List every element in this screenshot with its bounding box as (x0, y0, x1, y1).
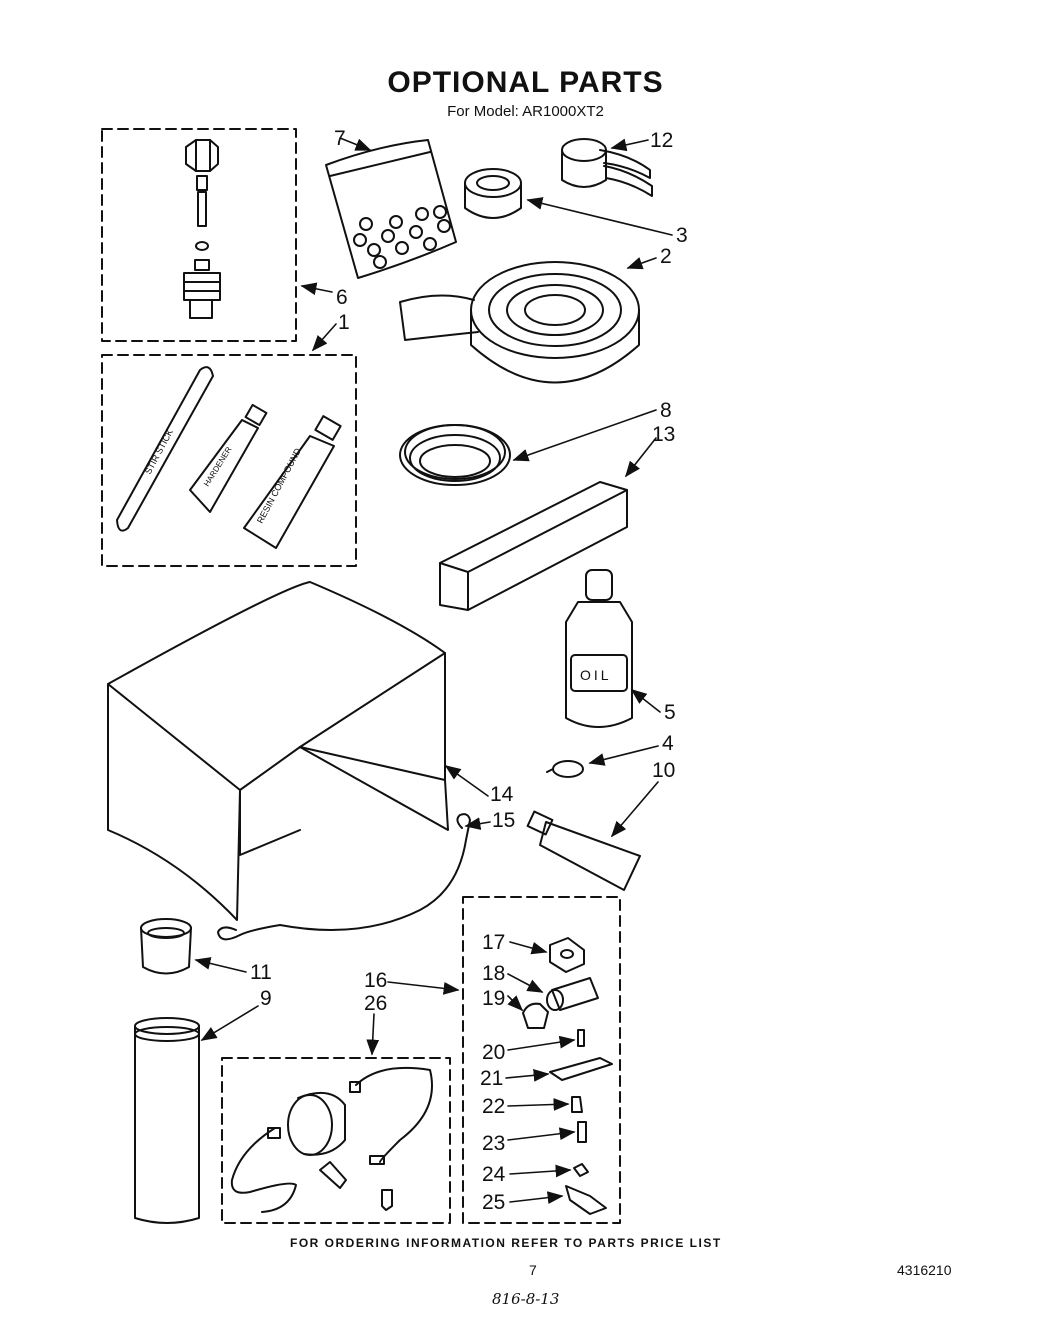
callout-14: 14 (490, 783, 514, 806)
callout-1: 1 (338, 311, 350, 334)
fittings-bag-part (325, 139, 457, 279)
ordering-info-note: FOR ORDERING INFORMATION REFER TO PARTS … (290, 1236, 722, 1250)
callout-4: 4 (662, 732, 674, 755)
oil-bottle-part (565, 569, 633, 728)
callout-7: 7 (334, 127, 346, 150)
model-subtitle: For Model: AR1000XT2 (447, 103, 604, 120)
large-tape-roll-part (399, 261, 640, 384)
repair-kit-box (101, 354, 357, 567)
tube-part (526, 810, 641, 891)
callout-9: 9 (260, 987, 272, 1010)
callout-8: 8 (660, 399, 672, 422)
heater-kit-part (230, 1066, 433, 1213)
handwritten-code: 816-8-13 (492, 1290, 560, 1308)
callout-22: 22 (482, 1095, 506, 1118)
small-can-part (140, 918, 192, 975)
callout-23: 23 (482, 1132, 506, 1155)
callout-26: 26 (364, 992, 388, 1015)
foam-block-part (439, 481, 628, 611)
callout-2: 2 (660, 245, 672, 268)
callout-21: 21 (480, 1067, 504, 1090)
page-title: OPTIONAL PARTS (387, 66, 664, 99)
aerosol-can-part (134, 1017, 200, 1224)
thermostat-kit-part (522, 937, 613, 1215)
callout-18: 18 (482, 962, 506, 985)
callout-3: 3 (676, 224, 688, 247)
document-number: 4316210 (897, 1262, 952, 1278)
page-number: 7 (529, 1262, 537, 1278)
callout-13: 13 (652, 423, 676, 446)
heater-kit-box (221, 1057, 451, 1224)
callout-12: 12 (650, 129, 674, 152)
small-tape-roll-part (464, 168, 522, 219)
oil-label: OIL (580, 667, 612, 683)
callout-24: 24 (482, 1163, 506, 1186)
callout-6: 6 (336, 286, 348, 309)
thermostat-kit-box (462, 896, 621, 1224)
bulb-part (546, 760, 584, 778)
callout-19: 19 (482, 987, 506, 1010)
callout-10: 10 (652, 759, 676, 782)
wire-coil-part (399, 424, 511, 486)
callout-leaders (194, 137, 673, 1205)
valve-kit-box (101, 128, 297, 342)
service-valve-part (183, 139, 221, 319)
callout-25: 25 (482, 1191, 506, 1214)
repair-kit-part (116, 366, 342, 549)
callout-16: 16 (364, 969, 388, 992)
callout-17: 17 (482, 931, 506, 954)
tape-strip-roll-part (561, 138, 653, 197)
callout-20: 20 (482, 1041, 506, 1064)
callout-15: 15 (492, 809, 516, 832)
hook-cord-part (217, 813, 471, 941)
callout-5: 5 (664, 701, 676, 724)
unit-cover-part (107, 581, 449, 921)
callout-11: 11 (250, 961, 272, 984)
